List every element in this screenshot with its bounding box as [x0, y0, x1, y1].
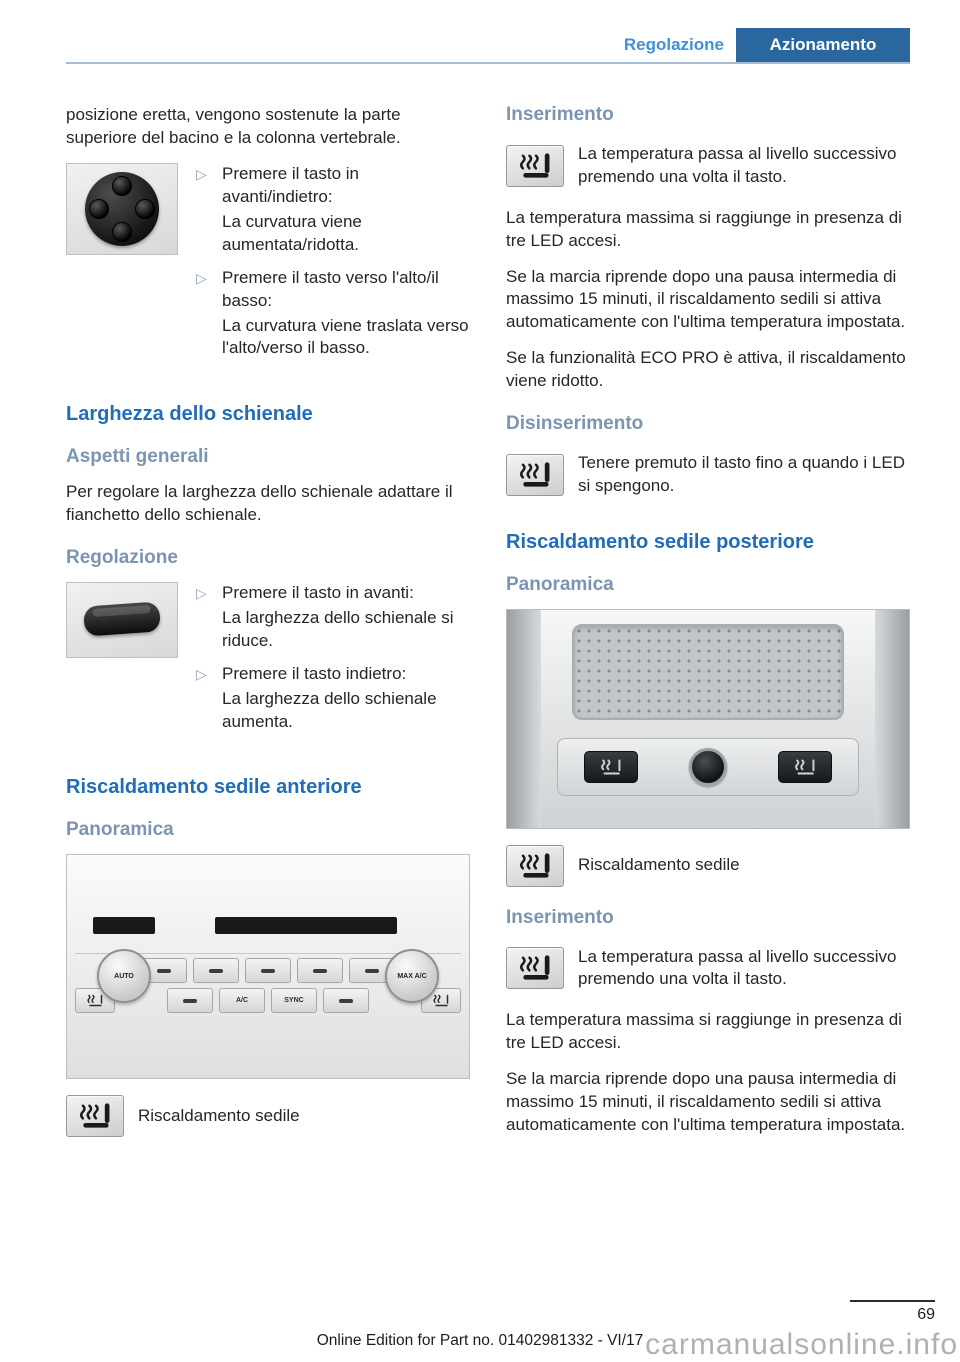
rear-console-image — [506, 608, 910, 829]
seat-heating-caption-row: Riscaldamento sedile — [66, 1095, 470, 1138]
lumbar-button-right-icon — [135, 198, 155, 219]
knob-label: MAX A/C — [397, 972, 427, 980]
backrest-steps: ▷ Premere il tasto in avanti: La larghez… — [196, 582, 470, 744]
console-side-shadow — [875, 609, 909, 828]
lumbar-control-image — [66, 162, 178, 255]
backrest-width-button — [83, 601, 161, 637]
heading-activation-rear: Inserimento — [506, 906, 614, 928]
heading-overview-front: Panoramica — [66, 819, 174, 841]
power-socket — [689, 747, 727, 786]
step-action: Premere il tasto verso l'alto/il basso: — [222, 267, 439, 310]
step-result: La larghezza dello schienale si riduce. — [222, 607, 454, 650]
knob-label: AUTO — [114, 972, 134, 980]
seat-heating-icon — [506, 947, 564, 990]
lumbar-button-left-icon — [89, 198, 109, 219]
heading-activation: Inserimento — [506, 104, 614, 125]
seat-heating-icon — [66, 1095, 124, 1138]
climate-knob-max-ac: MAX A/C — [385, 949, 439, 1004]
climate-button — [323, 988, 369, 1014]
seat-heating-icon — [506, 453, 564, 496]
activation-note: La temperatura passa al livello successi… — [506, 143, 910, 189]
console-control-panel — [557, 737, 859, 796]
seat-heating-icon — [506, 844, 564, 887]
heading-front-seat-heating: Riscaldamento sedile anteriore — [66, 776, 362, 799]
breadcrumb-section: Regolazione — [623, 35, 724, 54]
climate-button — [193, 958, 239, 984]
triangle-bullet-icon: ▷ — [196, 665, 207, 682]
lumbar-steps: ▷ Premere il tasto in avanti/indietro: L… — [196, 163, 470, 371]
climate-button-sync: SYNC — [271, 988, 317, 1014]
activation-paragraph: Se la marcia riprende dopo una pausa int… — [506, 266, 906, 332]
rear-activation-paragraph: La temperatura massima si raggiunge in p… — [506, 1010, 902, 1053]
climate-display-left — [93, 917, 155, 935]
instruction-step: ▷ Premere il tasto indietro: La larghezz… — [196, 663, 470, 744]
right-column: Inserimento La te — [506, 104, 910, 1155]
rear-seat-heating-button — [778, 750, 832, 783]
heading-adjustment: Regolazione — [66, 547, 178, 569]
heading-backrest-width: Larghezza dello schienale — [66, 403, 313, 426]
climate-knob-auto: AUTO — [97, 949, 151, 1004]
icon-note-text: La temperatura passa al livello successi… — [578, 946, 897, 989]
climate-button-ac: A/C — [219, 988, 265, 1014]
rear-seat-heating-button — [584, 750, 638, 783]
backrest-figure-row: ▷ Premere il tasto in avanti: La larghez… — [66, 581, 470, 744]
icon-note-text: Tenere premuto il tasto fino a quando i … — [578, 453, 905, 495]
icon-caption: Riscaldamento sedile — [138, 1105, 300, 1125]
seat-heating-caption-row: Riscaldamento sedile — [506, 844, 910, 887]
page-number: 69 — [917, 1306, 935, 1323]
climate-button-row-bottom: A/C SYNC — [75, 988, 461, 1014]
seat-heating-icon — [506, 144, 564, 187]
step-action: Premere il tasto in avanti/indietro: — [222, 163, 359, 206]
step-action: Premere il tasto indietro: — [222, 663, 407, 683]
climate-button — [167, 988, 213, 1014]
lumbar-button-up-icon — [112, 175, 132, 196]
rear-activation-paragraph: Se la marcia riprende dopo una pausa int… — [506, 1069, 906, 1135]
instruction-step: ▷ Premere il tasto in avanti: La larghez… — [196, 582, 470, 663]
lumbar-control-disc — [85, 171, 159, 246]
triangle-bullet-icon: ▷ — [196, 584, 207, 601]
backrest-width-button-image — [66, 581, 178, 658]
speaker-grille — [572, 623, 844, 720]
edition-line: Online Edition for Part no. 01402981332 … — [316, 1332, 644, 1349]
climate-button — [245, 958, 291, 984]
watermark: carmanualsonline.info — [645, 1328, 958, 1361]
activation-paragraph: Se la funzionalità ECO PRO è attiva, il … — [506, 348, 906, 391]
page-number-rule — [850, 1300, 935, 1302]
console-side-shadow — [507, 609, 541, 828]
breadcrumb-chapter-tab: Azionamento — [736, 28, 910, 62]
step-result: La larghezza dello schienale aumenta. — [222, 688, 437, 731]
lumbar-figure-row: ▷ Premere il tasto in avanti/indietro: L… — [66, 162, 470, 371]
triangle-bullet-icon: ▷ — [196, 269, 207, 286]
instruction-step: ▷ Premere il tasto in avanti/indietro: L… — [196, 163, 470, 267]
step-result: La curvatura viene aumentata/ridotta. — [222, 211, 362, 254]
page-header: Regolazione Azionamento — [66, 28, 910, 64]
activation-note-rear: La temperatura passa al livello successi… — [506, 946, 910, 992]
heading-general-aspects: Aspetti generali — [66, 446, 209, 468]
climate-button-row-top — [141, 958, 395, 984]
heading-deactivation: Disinserimento — [506, 413, 644, 435]
climate-control-panel-image: A/C SYNC — [66, 854, 470, 1080]
climate-button — [297, 958, 343, 984]
intro-paragraph: posizione eretta, vengono sostenute la p… — [66, 105, 401, 147]
left-column: posizione eretta, vengono sostenute la p… — [66, 104, 470, 1155]
seat-heating-mini-icon — [75, 988, 115, 1014]
climate-button-group: A/C SYNC — [167, 988, 369, 1014]
instruction-step: ▷ Premere il tasto verso l'alto/il basso… — [196, 267, 470, 371]
activation-paragraph: La temperatura massima si raggiunge in p… — [506, 207, 902, 250]
heading-rear-seat-heating: Riscaldamento sedile posteriore — [506, 530, 814, 553]
icon-note-text: La temperatura passa al livello successi… — [578, 143, 897, 186]
climate-display-center — [215, 917, 397, 935]
heading-overview-rear: Panoramica — [506, 573, 614, 595]
step-action: Premere il tasto in avanti: — [222, 582, 414, 602]
icon-caption: Riscaldamento sedile — [578, 855, 740, 875]
deactivation-note: Tenere premuto il tasto fino a quando i … — [506, 452, 910, 498]
content-columns: posizione eretta, vengono sostenute la p… — [66, 104, 910, 1155]
step-result: La curvatura viene traslata verso l'alto… — [222, 315, 469, 358]
triangle-bullet-icon: ▷ — [196, 165, 207, 182]
general-aspects-text: Per regolare la larghezza dello schienal… — [66, 482, 453, 525]
lumbar-button-down-icon — [112, 221, 132, 242]
